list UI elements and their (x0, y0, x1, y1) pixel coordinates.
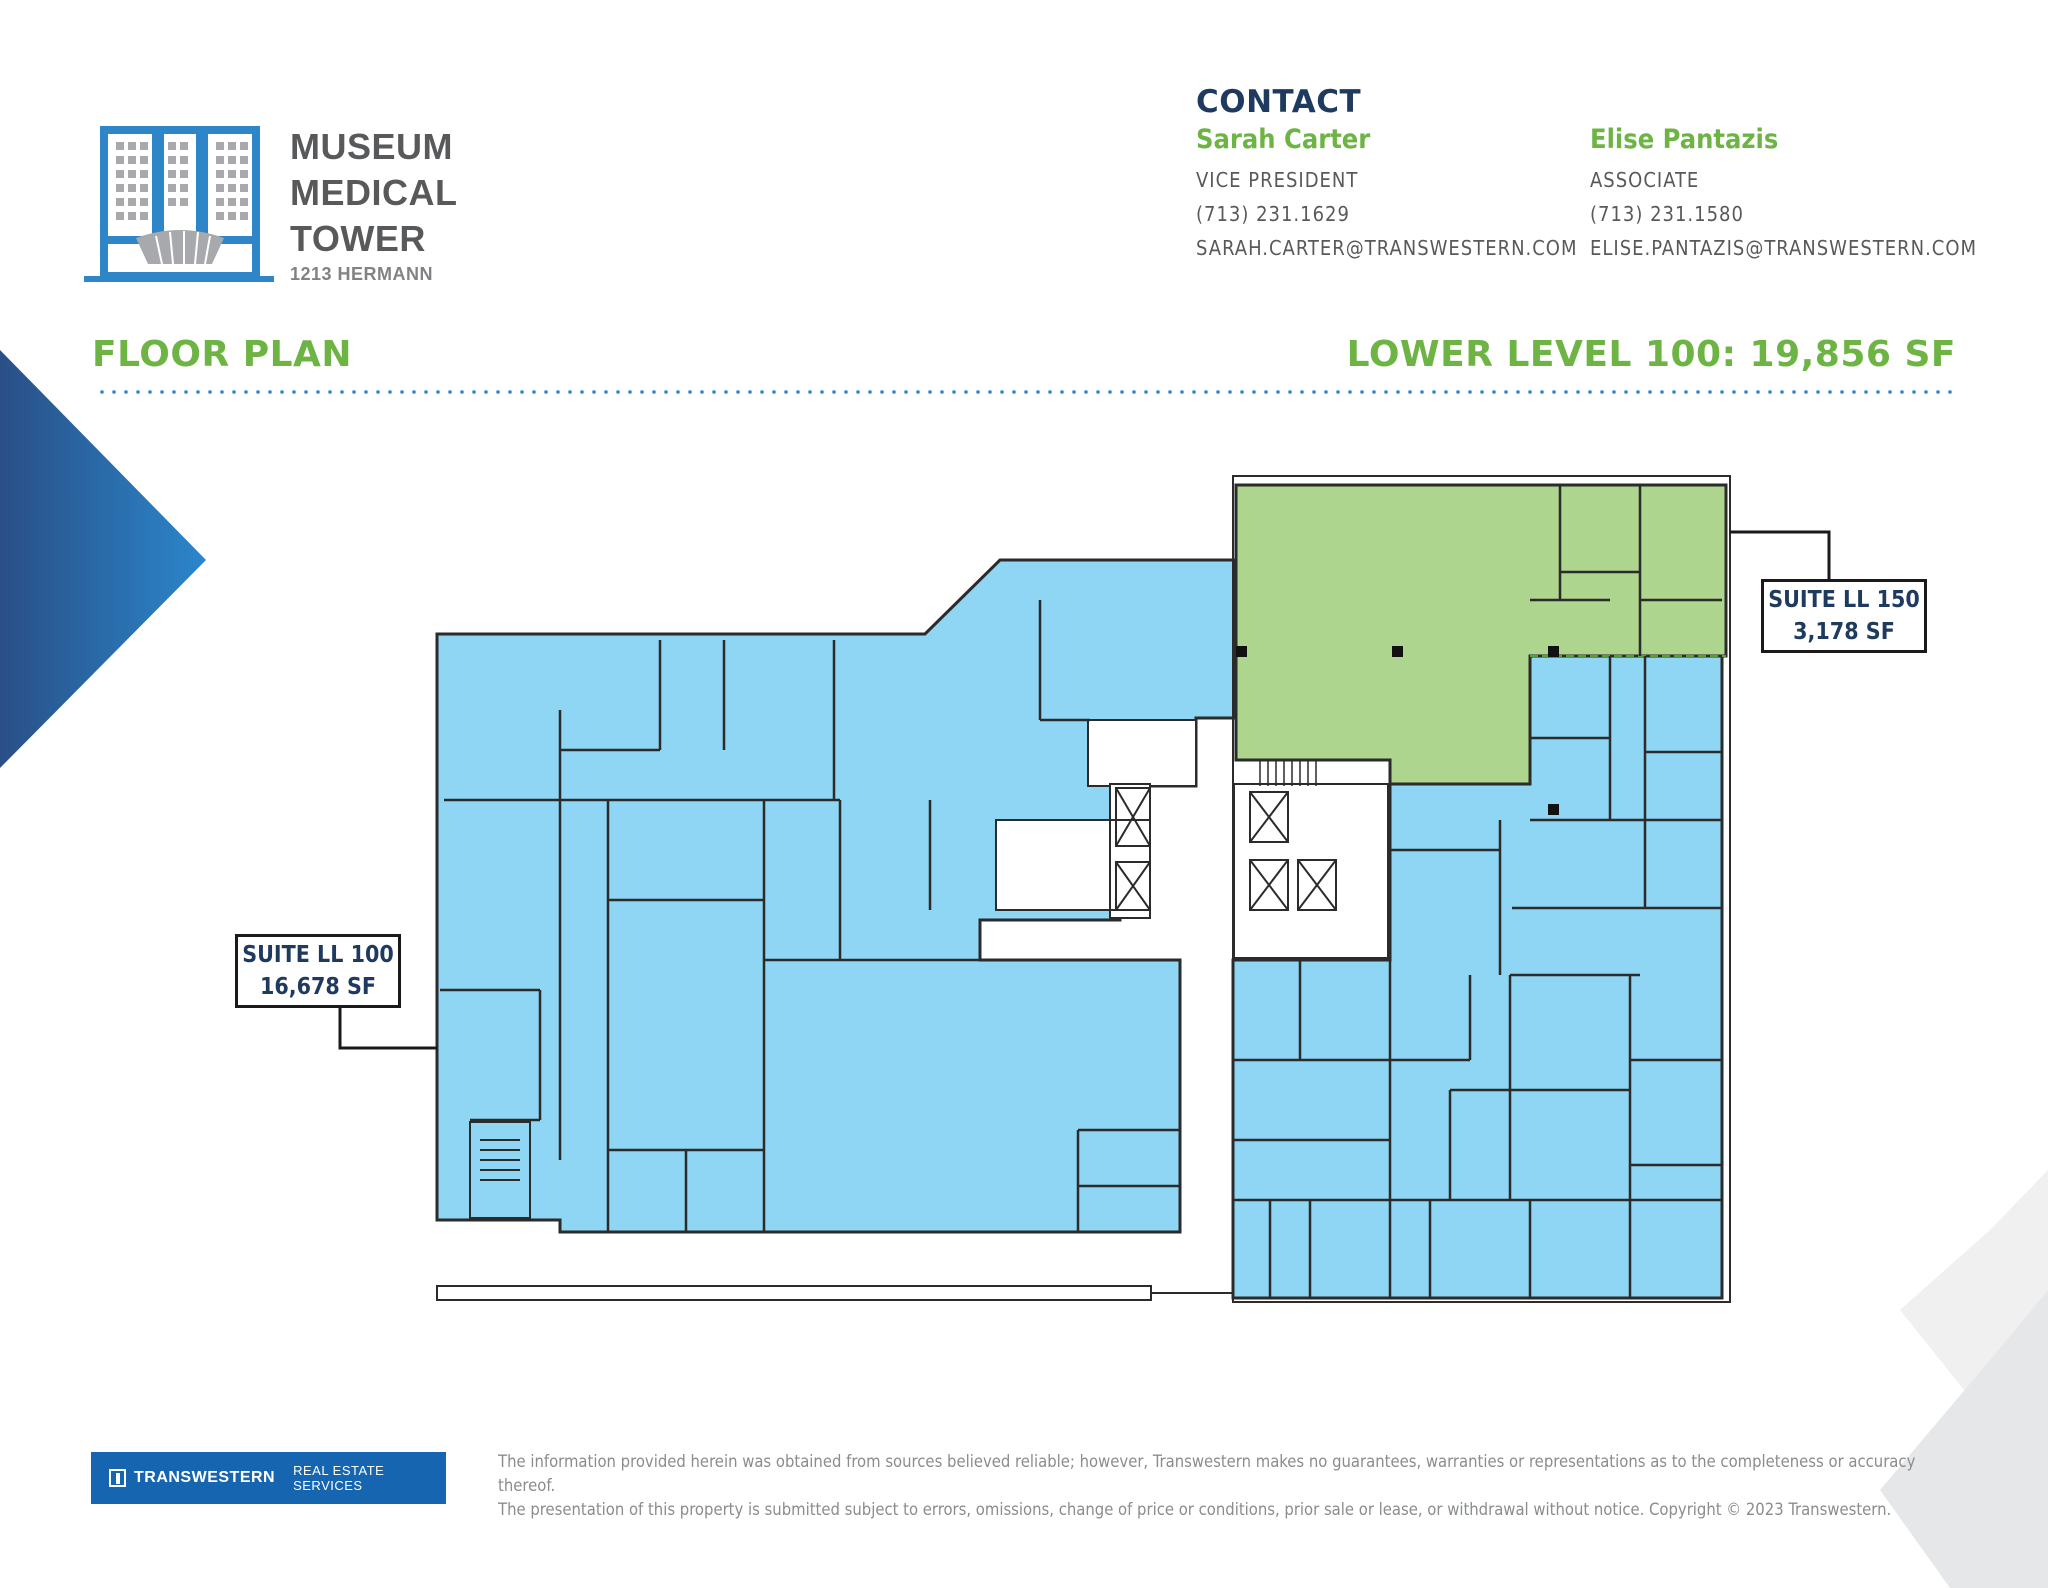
disclaimer-line-1: The information provided herein was obta… (498, 1452, 1916, 1495)
transwestern-mark-icon (109, 1469, 126, 1487)
corner-chevron-decoration (1880, 1170, 2048, 1588)
suite-ll100-area-text: 16,678 SF (259, 974, 377, 1000)
level-area-title: LOWER LEVEL 100: 19,856 SF (1346, 334, 1956, 375)
contact-heading: CONTACT (1196, 84, 1362, 120)
contact-title: ASSOCIATE (1590, 168, 1700, 192)
building-logo-icon (84, 126, 274, 282)
logo-name-line-2: MEDICAL (290, 172, 458, 213)
suite-ll100-label[interactable]: SUITE LL 100 16,678 SF (235, 934, 401, 1008)
suite-ll150-area[interactable] (1234, 483, 1728, 786)
dotted-divider (96, 390, 1954, 394)
transwestern-brand: TRANSWESTERN (133, 1469, 276, 1486)
logo-address: 1213 HERMANN (290, 264, 434, 284)
contact-person-1: Sarah Carter VICE PRESIDENT (713) 231.16… (1196, 124, 1578, 265)
suite-ll150-area-text: 3,178 SF (1793, 619, 1895, 645)
contact-email[interactable]: SARAH.CARTER@TRANSWESTERN.COM (1196, 236, 1578, 260)
suite-ll150-name: SUITE LL 150 (1768, 587, 1920, 613)
contact-email[interactable]: ELISE.PANTAZIS@TRANSWESTERN.COM (1590, 236, 1978, 260)
disclaimer-line-2: The presentation of this property is sub… (498, 1500, 1892, 1519)
contact-phone[interactable]: (713) 231.1629 (1196, 202, 1350, 226)
contact-phone[interactable]: (713) 231.1580 (1590, 202, 1744, 226)
transwestern-logo[interactable]: TRANSWESTERN REAL ESTATE SERVICES (91, 1452, 446, 1504)
floor-plan-title: FLOOR PLAN (92, 334, 353, 375)
logo-wordmark: MUSEUM MEDICAL TOWER 1213 HERMANN (290, 124, 458, 285)
suite-ll100-area[interactable] (435, 558, 1724, 1300)
disclaimer: The information provided herein was obta… (498, 1450, 1958, 1522)
logo-name-line-3: TOWER (290, 218, 426, 259)
contact-name: Elise Pantazis (1590, 124, 1779, 155)
transwestern-tagline: REAL ESTATE SERVICES (293, 1463, 385, 1493)
left-arrow-decoration (0, 350, 206, 768)
contact-name: Sarah Carter (1196, 124, 1371, 155)
logo-name-line-1: MUSEUM (290, 126, 453, 167)
contact-title: VICE PRESIDENT (1196, 168, 1359, 192)
suite-ll150-label[interactable]: SUITE LL 150 3,178 SF (1761, 579, 1927, 653)
suite-ll100-name: SUITE LL 100 (242, 942, 394, 968)
contact-person-2: Elise Pantazis ASSOCIATE (713) 231.1580 … (1590, 124, 1977, 265)
